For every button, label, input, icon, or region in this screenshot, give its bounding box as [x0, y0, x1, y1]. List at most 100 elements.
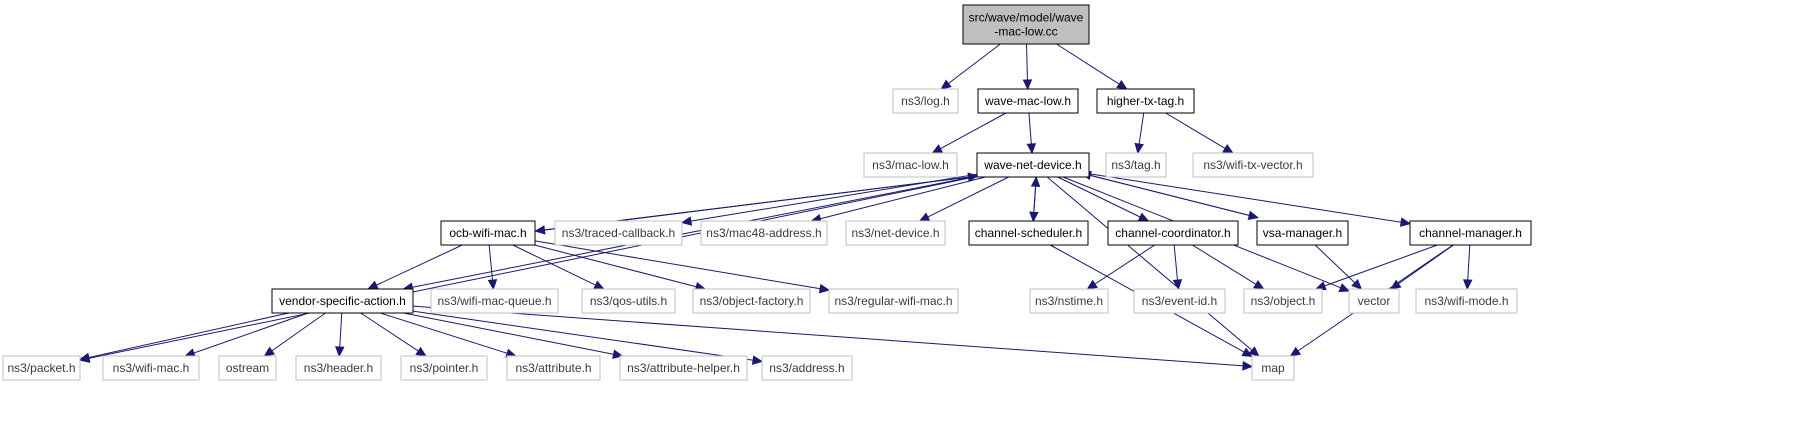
edge-vsam-to-vec — [1314, 244, 1363, 290]
node-cc[interactable]: channel-coordinator.h — [1107, 220, 1239, 246]
node-label: ns3/net-device.h — [851, 226, 939, 240]
edge-cs-to-wnd — [1030, 176, 1041, 222]
node-label: ns3/pointer.h — [410, 361, 479, 375]
edge-wml-to-maclow — [931, 112, 1007, 154]
node-box — [1096, 88, 1195, 114]
edge-line — [1314, 244, 1356, 284]
node-label: ns3/wifi-mode.h — [1424, 294, 1508, 308]
edge-ocb-to-rwm — [534, 240, 831, 294]
edge-arrowhead — [1399, 217, 1412, 227]
edge-htt-to-wtv — [1165, 112, 1234, 154]
edge-arrowhead — [487, 279, 498, 291]
edge-arrowhead — [1222, 144, 1234, 154]
node-cs[interactable]: channel-scheduler.h — [968, 220, 1089, 246]
edge-arrowhead — [1252, 279, 1265, 290]
node-label: channel-scheduler.h — [975, 226, 1082, 240]
node-label: vendor-specific-action.h — [279, 294, 406, 308]
edge-line — [87, 175, 978, 360]
node-label: vsa-manager.h — [1263, 226, 1342, 240]
node-label: map — [1261, 361, 1285, 375]
node-root[interactable]: src/wave/model/wave-mac-low.cc — [962, 4, 1090, 45]
node-box — [1415, 288, 1518, 314]
edge-arrowhead — [1026, 143, 1037, 155]
edge-line — [412, 310, 755, 361]
node-wmq: ns3/wifi-mac-queue.h — [430, 288, 559, 314]
edge-line — [1046, 176, 1254, 352]
node-label: channel-manager.h — [1419, 226, 1522, 240]
edge-line — [270, 312, 326, 352]
node-box — [218, 355, 277, 381]
node-label: ns3/object-factory.h — [700, 294, 804, 308]
node-box — [968, 220, 1089, 246]
edge-vsa-to-attr — [380, 312, 517, 358]
node-of: ns3/object-factory.h — [692, 288, 811, 314]
node-wml[interactable]: wave-mac-low.h — [977, 88, 1079, 114]
node-box — [1107, 220, 1239, 246]
node-label: ns3/tag.h — [1111, 158, 1160, 172]
node-attr: ns3/attribute.h — [506, 355, 601, 381]
edge-line — [947, 43, 1001, 85]
node-hdr: ns3/header.h — [295, 355, 382, 381]
edge-arrowhead — [1463, 279, 1473, 291]
node-box — [1192, 152, 1314, 178]
node-box — [619, 355, 748, 381]
edge-vsa-to-ptr — [360, 312, 427, 357]
node-vsam[interactable]: vsa-manager.h — [1256, 220, 1349, 246]
edge-arrowhead — [263, 346, 276, 357]
node-log: ns3/log.h — [892, 88, 959, 114]
node-box — [1256, 220, 1349, 246]
edge-arrowhead — [751, 355, 764, 365]
node-label: ns3/regular-wifi-mac.h — [834, 294, 952, 308]
node-nst: ns3/nstime.h — [1029, 288, 1109, 314]
node-label: wave-net-device.h — [983, 158, 1081, 172]
node-vsa[interactable]: vendor-specific-action.h — [271, 288, 414, 314]
node-label: -mac-low.cc — [994, 25, 1057, 39]
node-box — [828, 288, 959, 314]
node-box — [1243, 288, 1323, 314]
edge-arrowhead — [415, 346, 427, 357]
node-box — [1348, 288, 1400, 314]
node-label: ns3/nstime.h — [1035, 294, 1103, 308]
node-cm[interactable]: channel-manager.h — [1409, 220, 1532, 246]
node-ah: ns3/attribute-helper.h — [619, 355, 748, 381]
node-label: ns3/header.h — [304, 361, 373, 375]
node-box — [892, 88, 959, 114]
node-m48: ns3/mac48-address.h — [700, 220, 828, 246]
node-box — [295, 355, 382, 381]
node-wnd[interactable]: wave-net-device.h — [976, 152, 1090, 178]
edge-wml-to-wnd — [1026, 112, 1037, 155]
edge-line — [380, 312, 509, 355]
edge-arrowhead — [1172, 279, 1183, 291]
edge-arrowhead — [335, 346, 345, 358]
edge-line — [1057, 176, 1142, 218]
edge-arrowhead — [680, 216, 693, 226]
edge-arrowhead — [931, 144, 944, 154]
edge-ocb-to-vsa — [367, 244, 463, 290]
edge-arrowhead — [1030, 176, 1041, 188]
edge-line — [1026, 43, 1028, 82]
edge-arrowhead — [918, 212, 931, 222]
edge-line — [411, 175, 978, 288]
edge-line — [339, 312, 343, 349]
edge-arrowhead — [1351, 278, 1363, 290]
edge-arrowhead — [1137, 212, 1150, 222]
edge-arrowhead — [1289, 346, 1302, 357]
edge-line — [403, 312, 615, 355]
edge-line — [1173, 244, 1179, 282]
edge-arrowhead — [1086, 279, 1098, 290]
node-nd: ns3/net-device.h — [845, 220, 946, 246]
node-htt[interactable]: higher-tx-tag.h — [1096, 88, 1195, 114]
edge-line — [1323, 244, 1438, 287]
edge-line — [939, 112, 1007, 150]
node-box — [761, 355, 853, 381]
node-tag: ns3/tag.h — [1105, 152, 1167, 178]
node-box — [700, 220, 828, 246]
node-wmac: ns3/wifi-mac.h — [102, 355, 200, 381]
edge-line — [1138, 112, 1145, 146]
edge-line — [534, 244, 698, 288]
node-label: ocb-wifi-mac.h — [449, 226, 526, 240]
node-ocb[interactable]: ocb-wifi-mac.h — [440, 220, 536, 246]
node-box — [976, 152, 1090, 178]
node-box — [1105, 152, 1167, 178]
